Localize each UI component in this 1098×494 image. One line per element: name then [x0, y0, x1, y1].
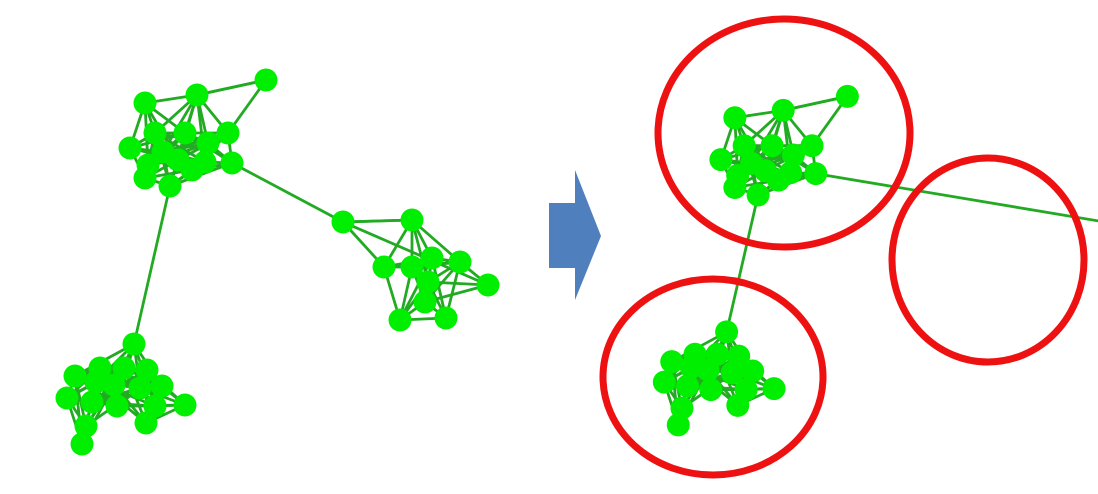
- input-graph-node: [448, 250, 472, 274]
- input-graph-node: [185, 83, 209, 107]
- input-graph-node: [70, 432, 94, 456]
- input-graph-node: [118, 136, 142, 160]
- input-graph-node: [143, 121, 167, 145]
- community-node: [771, 98, 795, 122]
- input-graph-node: [416, 270, 440, 294]
- community-node: [800, 134, 824, 158]
- community-circle-top: [654, 15, 914, 251]
- community-node: [746, 183, 770, 207]
- input-graph-edge: [342, 220, 489, 287]
- community-node: [741, 359, 765, 383]
- input-graph-node: [133, 166, 157, 190]
- input-graph-node: [102, 373, 126, 397]
- input-graph-edge: [231, 161, 344, 224]
- community-node: [732, 134, 756, 158]
- input-graph-node: [180, 158, 204, 182]
- community-node: [666, 413, 690, 437]
- input-graph-node: [122, 332, 146, 356]
- input-graph-node: [372, 255, 396, 279]
- input-graph-node: [476, 273, 500, 297]
- input-graph-node: [254, 68, 278, 92]
- input-graph-node: [55, 386, 79, 410]
- community-node: [715, 320, 739, 344]
- input-graph-node: [128, 376, 152, 400]
- input-graph-node: [420, 246, 444, 270]
- input-graph-node: [143, 394, 167, 418]
- community-circle-right: [888, 154, 1088, 366]
- input-graph-edge: [132, 185, 172, 345]
- input-graph-node: [216, 121, 240, 145]
- input-graph-node: [150, 374, 174, 398]
- input-graph-edge: [342, 218, 413, 224]
- input-graph-edge: [398, 257, 434, 321]
- community-edge: [815, 172, 1098, 223]
- input-graph-node: [105, 394, 129, 418]
- input-graph-nodes: [55, 68, 500, 456]
- community-node: [767, 168, 791, 192]
- input-graph-node: [84, 370, 108, 394]
- community-node: [804, 162, 828, 186]
- input-graph-node: [196, 131, 220, 155]
- input-graph: [55, 68, 500, 456]
- community-node: [699, 378, 723, 402]
- community-node: [835, 84, 859, 108]
- input-graph-node: [158, 174, 182, 198]
- input-graph-node: [388, 308, 412, 332]
- input-graph-node: [134, 411, 158, 435]
- input-graph-node: [173, 393, 197, 417]
- input-graph-node: [331, 210, 355, 234]
- community-node: [723, 106, 747, 130]
- input-graph-node: [220, 151, 244, 175]
- community-node: [723, 176, 747, 200]
- input-graph-node: [173, 121, 197, 145]
- input-graph-node: [434, 306, 458, 330]
- detected-communities-graph: [652, 84, 1098, 437]
- community-node: [781, 143, 805, 167]
- community-node: [726, 393, 750, 417]
- input-graph-node: [400, 208, 424, 232]
- community-node: [696, 358, 720, 382]
- input-graph-edge: [196, 78, 267, 97]
- community-node: [676, 374, 700, 398]
- input-graph-node: [63, 364, 87, 388]
- detected-communities-nodes: [652, 84, 859, 437]
- community-edge: [725, 194, 760, 333]
- community-node: [720, 361, 744, 385]
- input-graph-node: [413, 290, 437, 314]
- community-node: [652, 370, 676, 394]
- community-node: [709, 148, 733, 172]
- community-node: [760, 134, 784, 158]
- community-circles: [599, 15, 1088, 479]
- input-graph-node: [80, 390, 104, 414]
- input-graph-node: [112, 356, 136, 380]
- input-graph-node: [74, 414, 98, 438]
- community-node: [762, 377, 786, 401]
- transform-arrow-icon: [549, 170, 601, 300]
- input-graph-node: [400, 255, 424, 279]
- input-graph-node: [133, 91, 157, 115]
- community-node: [660, 350, 684, 374]
- input-graph-node: [135, 358, 159, 382]
- community-circle-bottom: [599, 275, 827, 479]
